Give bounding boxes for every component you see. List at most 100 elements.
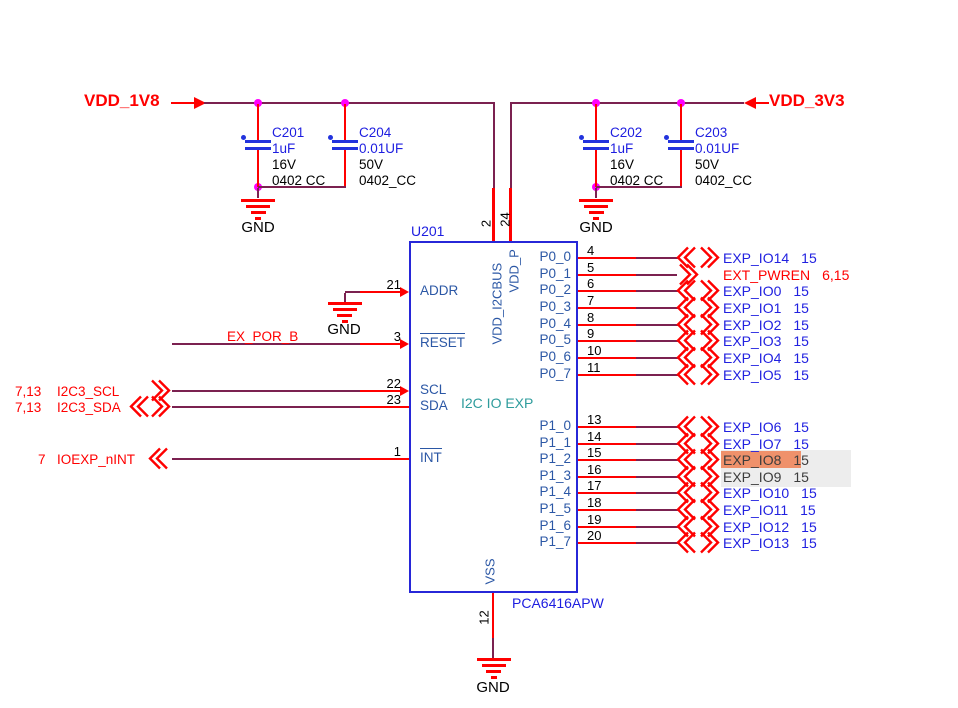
net-label[interactable]: EXP_IO12 (723, 519, 790, 535)
pin-number: 8 (587, 310, 595, 325)
net-label[interactable]: EXP_IO14 (723, 250, 790, 266)
pin-name: SCL (420, 382, 446, 397)
cap-value[interactable]: 1uF (272, 141, 296, 156)
pin-stub (360, 389, 402, 393)
cap-plate-icon (245, 140, 271, 143)
cap-plate-icon (245, 147, 271, 150)
wire (636, 492, 678, 494)
net-label-vdd-1v8[interactable]: VDD_1V8 (84, 91, 160, 110)
pin-number: 10 (587, 343, 602, 358)
wire (636, 257, 678, 259)
net-label[interactable]: EXP_IO13 (723, 535, 790, 551)
pin-name: P1_3 (539, 468, 571, 483)
pin-number: 17 (587, 478, 602, 493)
net-label[interactable]: EXP_IO1 (723, 300, 782, 316)
wire (636, 476, 678, 478)
pin-name-text: INT (420, 448, 442, 465)
pin-stub (578, 339, 636, 343)
gnd-symbol-icon (490, 676, 497, 679)
pin-name-vss: VSS (482, 558, 498, 585)
cap-value[interactable]: 0.01UF (695, 141, 740, 156)
wire (595, 188, 597, 198)
gnd-symbol-icon (341, 320, 348, 323)
net-label[interactable]: EXP_IO8 (723, 452, 782, 468)
net-label[interactable]: EXP_IO6 (723, 419, 782, 435)
wire (636, 509, 678, 511)
net-pageref: 15 (793, 469, 809, 485)
net-label[interactable]: EXP_IO10 (723, 485, 790, 501)
pin-name-text: SCL (420, 382, 447, 397)
net-pageref: 15 (793, 350, 809, 366)
pin-name-text: ADDR (420, 283, 459, 298)
cap-value[interactable]: 0.01UF (359, 141, 404, 156)
cap-refdes[interactable]: C202 (610, 125, 643, 140)
wire (636, 459, 678, 461)
wire (636, 340, 678, 342)
net-label[interactable]: EXP_IO9 (723, 469, 782, 485)
offpage-connector-right-icon (700, 432, 720, 455)
gnd-symbol-icon (584, 205, 608, 208)
wire (343, 293, 346, 302)
net-pageref: 15 (793, 419, 809, 435)
pin-number: 19 (587, 512, 602, 527)
refdes-label[interactable]: U201 (411, 223, 445, 239)
net-label[interactable]: EXP_IO4 (723, 350, 782, 366)
gnd-label-right-caps: GND (579, 219, 613, 236)
offpage-connector-left-icon (676, 515, 696, 538)
net-label[interactable]: I2C3_SDA (57, 400, 121, 415)
ic-body-u201[interactable] (409, 241, 578, 593)
pin-stub (578, 425, 636, 429)
net-label[interactable]: EXP_IO3 (723, 333, 782, 349)
net-label[interactable]: EX_POR_B (227, 329, 299, 344)
pin-stub (578, 458, 636, 462)
net-pageref: 15 (801, 519, 817, 535)
net-pageref: 15 (793, 283, 809, 299)
cap-plate-icon (668, 147, 694, 150)
wire (492, 638, 494, 658)
wire (509, 102, 512, 188)
gnd-symbol-icon (476, 658, 511, 661)
net-label[interactable]: EXT_PWREN (723, 267, 811, 283)
wire (257, 188, 259, 198)
pin-number: 1 (393, 444, 401, 459)
net-pageref: 15 (793, 367, 809, 383)
pin-stub (578, 373, 636, 377)
cap-refdes[interactable]: C203 (695, 125, 728, 140)
wire (636, 542, 678, 544)
pin-number: 23 (386, 392, 401, 407)
pin-name: P0_6 (539, 349, 571, 364)
cap-voltage: 16V (610, 157, 635, 172)
net-label-vdd-3v3[interactable]: VDD_3V3 (769, 91, 845, 110)
cap-value[interactable]: 1uF (610, 141, 634, 156)
pin-stub (578, 541, 636, 545)
offpage-connector-right-icon (151, 395, 171, 418)
net-pageref: 7 (38, 452, 46, 467)
net-label[interactable]: EXP_IO5 (723, 367, 782, 383)
net-pageref: 6,15 (822, 267, 850, 283)
net-pageref: 15 (793, 436, 809, 452)
pin-stub (360, 405, 409, 409)
pin-stub (578, 356, 636, 360)
net-label[interactable]: EXP_IO7 (723, 436, 782, 452)
wire (172, 458, 360, 460)
cap-refdes[interactable]: C204 (359, 125, 392, 140)
pin-name: RESET (420, 333, 466, 350)
offpage-connector-left-icon (676, 448, 696, 471)
net-pageref: 15 (801, 250, 817, 266)
net-label[interactable]: EXP_IO2 (723, 317, 782, 333)
wire (636, 374, 678, 376)
net-label[interactable]: EXP_IO11 (723, 502, 789, 518)
net-label[interactable]: IOEXP_nINT (57, 452, 136, 467)
offpage-connector-left-icon (148, 447, 168, 470)
pin-name: P0_0 (539, 249, 571, 264)
offpage-connector-right-icon (700, 363, 720, 386)
net-label-row: EXP_IO14 15 (723, 250, 817, 266)
cap-polarity-dot-icon (241, 135, 246, 140)
part-number-label[interactable]: PCA6416APW (512, 595, 604, 611)
net-label[interactable]: EXP_IO0 (723, 283, 782, 299)
pin-stub (578, 442, 636, 446)
net-pageref: 15 (793, 333, 809, 349)
cap-refdes[interactable]: C201 (272, 125, 305, 140)
pin-stub (578, 323, 636, 327)
net-label[interactable]: I2C3_SCL (57, 384, 120, 399)
